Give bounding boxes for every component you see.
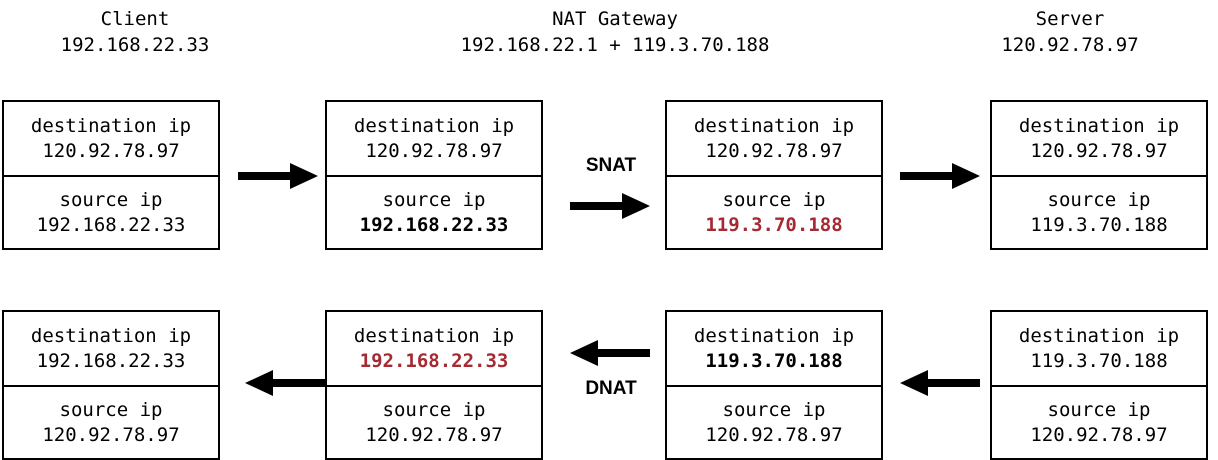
column-header-client-name: Client	[100, 8, 170, 30]
destination-ip-label: destination ip	[30, 324, 192, 347]
packet-source-cell: source ip 192.168.22.33	[327, 175, 541, 248]
packet-box-inbound-1: destination ip 192.168.22.33 source ip 1…	[2, 310, 220, 460]
arrow-right-icon	[238, 161, 320, 191]
column-header-server-address: 120.92.78.97	[1001, 34, 1139, 56]
destination-ip-value: 120.92.78.97	[1030, 139, 1168, 162]
destination-ip-label: destination ip	[353, 114, 515, 137]
source-ip-label: source ip	[59, 398, 163, 421]
destination-ip-value-translated: 192.168.22.33	[359, 349, 509, 372]
source-ip-value: 120.92.78.97	[42, 423, 180, 446]
packet-box-outbound-3: destination ip 120.92.78.97 source ip 11…	[665, 100, 883, 250]
destination-ip-label: destination ip	[693, 114, 855, 137]
packet-destination-cell: destination ip 120.92.78.97	[667, 102, 881, 175]
packet-source-cell: source ip 120.92.78.97	[667, 385, 881, 458]
packet-destination-cell: destination ip 120.92.78.97	[992, 102, 1206, 175]
packet-box-outbound-4: destination ip 120.92.78.97 source ip 11…	[990, 100, 1208, 250]
destination-ip-label: destination ip	[693, 324, 855, 347]
source-ip-label: source ip	[1047, 398, 1151, 421]
column-header-nat-gateway-name: NAT Gateway	[552, 8, 678, 30]
column-header-server: Server 120.92.78.97	[930, 6, 1210, 58]
column-header-client: Client 192.168.22.33	[0, 6, 270, 58]
packet-box-inbound-2: destination ip 192.168.22.33 source ip 1…	[325, 310, 543, 460]
source-ip-label: source ip	[59, 188, 163, 211]
packet-source-cell: source ip 120.92.78.97	[992, 385, 1206, 458]
arrow-left-icon	[898, 368, 980, 398]
destination-ip-label: destination ip	[30, 114, 192, 137]
destination-ip-value: 119.3.70.188	[705, 349, 843, 372]
column-header-client-address: 192.168.22.33	[60, 34, 210, 56]
column-header-nat-gateway-address: 192.168.22.1 + 119.3.70.188	[460, 34, 770, 56]
destination-ip-value: 192.168.22.33	[36, 349, 186, 372]
destination-ip-label: destination ip	[353, 324, 515, 347]
source-ip-value: 120.92.78.97	[365, 423, 503, 446]
destination-ip-value: 120.92.78.97	[42, 139, 180, 162]
source-ip-value: 192.168.22.33	[359, 213, 509, 236]
destination-ip-value: 120.92.78.97	[705, 139, 843, 162]
destination-ip-value: 119.3.70.188	[1030, 349, 1168, 372]
packet-destination-cell: destination ip 120.92.78.97	[4, 102, 218, 175]
packet-box-inbound-3: destination ip 119.3.70.188 source ip 12…	[665, 310, 883, 460]
packet-destination-cell: destination ip 192.168.22.33	[327, 312, 541, 385]
column-header-server-name: Server	[1035, 8, 1105, 30]
source-ip-value: 119.3.70.188	[1030, 213, 1168, 236]
packet-source-cell: source ip 119.3.70.188	[992, 175, 1206, 248]
source-ip-label: source ip	[1047, 188, 1151, 211]
destination-ip-value: 120.92.78.97	[365, 139, 503, 162]
packet-source-cell: source ip 192.168.22.33	[4, 175, 218, 248]
arrow-left-dnat-icon	[568, 338, 650, 368]
source-ip-value: 120.92.78.97	[705, 423, 843, 446]
destination-ip-label: destination ip	[1018, 114, 1180, 137]
packet-destination-cell: destination ip 192.168.22.33	[4, 312, 218, 385]
arrow-right-snat-icon	[570, 191, 652, 221]
source-ip-value-translated: 119.3.70.188	[705, 213, 843, 236]
destination-ip-label: destination ip	[1018, 324, 1180, 347]
packet-destination-cell: destination ip 119.3.70.188	[667, 312, 881, 385]
packet-destination-cell: destination ip 119.3.70.188	[992, 312, 1206, 385]
packet-box-outbound-1: destination ip 120.92.78.97 source ip 19…	[2, 100, 220, 250]
packet-box-inbound-4: destination ip 119.3.70.188 source ip 12…	[990, 310, 1208, 460]
packet-box-outbound-2: destination ip 120.92.78.97 source ip 19…	[325, 100, 543, 250]
source-ip-label: source ip	[722, 188, 826, 211]
dnat-operation-label: DNAT	[585, 378, 637, 399]
packet-source-cell: source ip 120.92.78.97	[327, 385, 541, 458]
packet-source-cell: source ip 120.92.78.97	[4, 385, 218, 458]
arrow-right-icon	[900, 161, 982, 191]
source-ip-value: 192.168.22.33	[36, 213, 186, 236]
packet-destination-cell: destination ip 120.92.78.97	[327, 102, 541, 175]
column-header-nat-gateway: NAT Gateway 192.168.22.1 + 119.3.70.188	[330, 6, 900, 58]
source-ip-label: source ip	[382, 188, 486, 211]
source-ip-value: 120.92.78.97	[1030, 423, 1168, 446]
source-ip-label: source ip	[382, 398, 486, 421]
arrow-left-icon	[243, 368, 325, 398]
source-ip-label: source ip	[722, 398, 826, 421]
snat-operation-label: SNAT	[585, 155, 637, 176]
packet-source-cell: source ip 119.3.70.188	[667, 175, 881, 248]
